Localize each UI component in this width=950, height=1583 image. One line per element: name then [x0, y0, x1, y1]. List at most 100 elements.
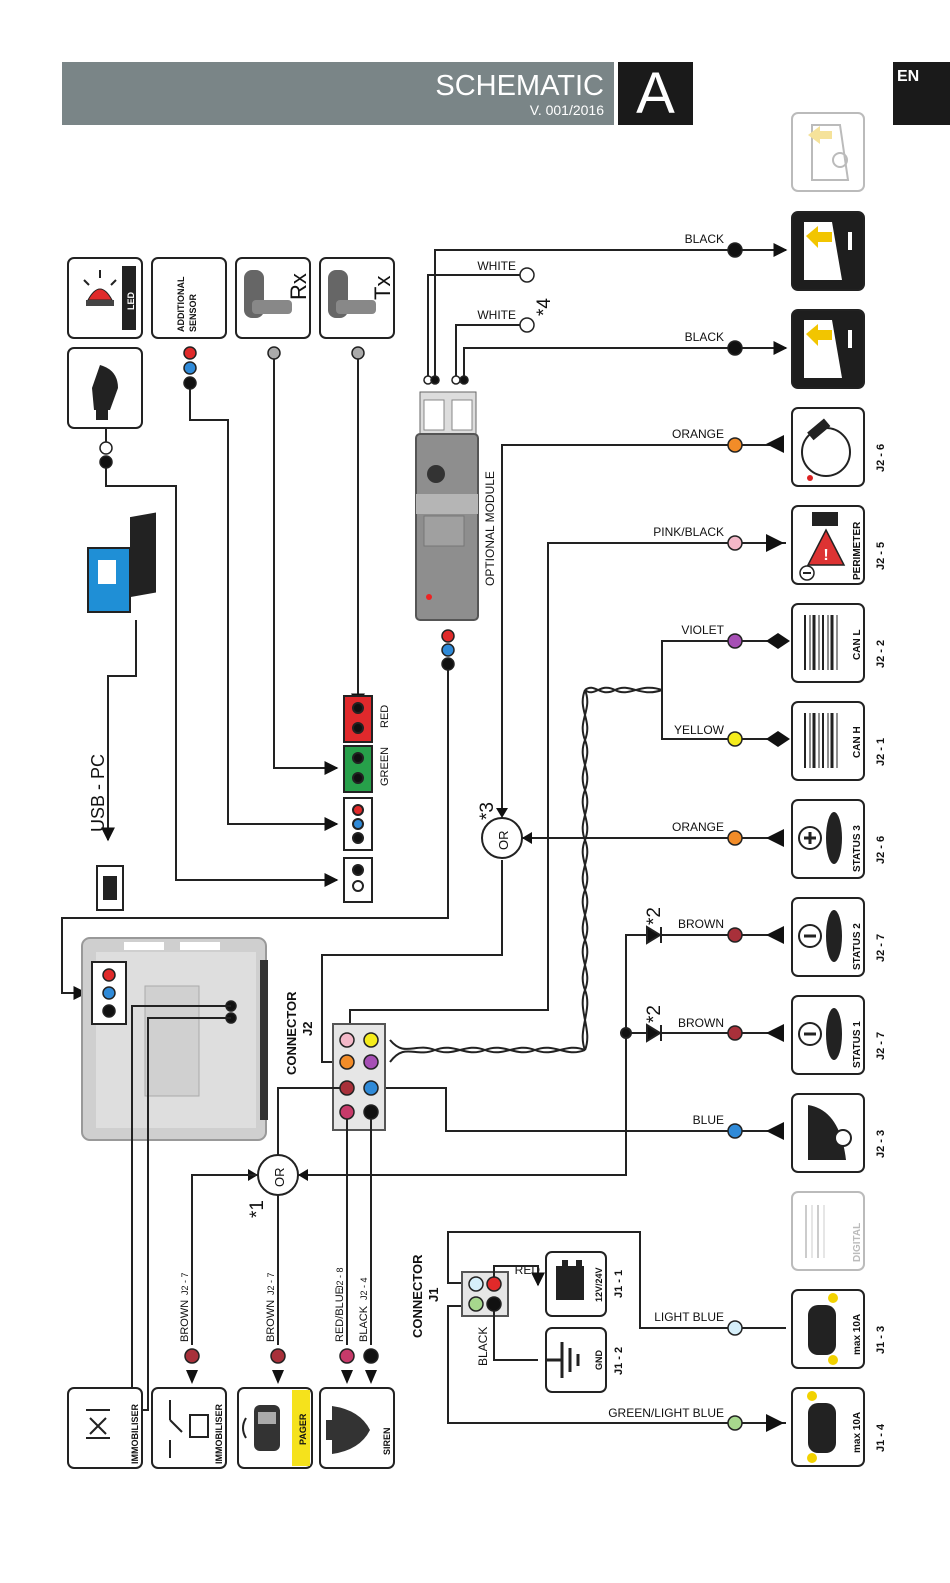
diode-status1	[646, 1023, 662, 1043]
ground-label: GND	[594, 1350, 604, 1371]
diode-status2	[646, 925, 662, 945]
scissors-icon	[86, 1409, 110, 1439]
digital-box	[791, 1191, 865, 1271]
rx-dot	[267, 346, 281, 360]
arrow-in-ignition	[766, 435, 784, 453]
brown-a-pin: J2 - 7	[180, 1272, 190, 1295]
arrow-in-status1	[766, 1024, 784, 1042]
black-siren-pin: J2 - 4	[359, 1277, 369, 1300]
connector-j2-label-b: J2	[300, 1022, 315, 1036]
module-blue-dot	[441, 643, 455, 657]
wire-label-orange-1: ORANGE	[672, 427, 724, 441]
dot-white-1	[519, 267, 535, 283]
tx-label: Tx	[370, 276, 395, 300]
optional-module-label: OPTIONAL MODULE	[483, 471, 497, 586]
pin-perimeter: J2 - 5	[875, 542, 887, 570]
tx-dot	[351, 346, 365, 360]
sensor-red-dot	[183, 346, 197, 360]
max-label-1: max 10A	[852, 1314, 863, 1355]
sensor-label-2: SENSOR	[188, 293, 198, 332]
immobiliser-label: IMMOBILISER	[130, 1404, 140, 1464]
control-unit	[81, 937, 268, 1141]
note-2a: *2	[644, 907, 665, 925]
dot-yellow	[727, 731, 743, 747]
valet-white-dot	[99, 441, 113, 455]
section-letter: A	[618, 62, 693, 125]
brown-a-dot	[184, 1348, 200, 1364]
junction-brown	[620, 1027, 632, 1039]
valet-black-dot	[99, 455, 113, 469]
rx-label: Rx	[286, 273, 311, 300]
dot-violet	[727, 633, 743, 649]
arrow-out-perimeter	[766, 534, 784, 552]
version-label: V. 001/2016	[529, 102, 604, 118]
red-blue-label: RED/BLUE	[334, 1287, 346, 1342]
rx-antenna-icon	[244, 270, 292, 318]
usb-label: USB - PC	[88, 754, 108, 832]
module-red-dot	[441, 629, 455, 643]
dot-light-blue	[727, 1320, 743, 1336]
optional-module	[415, 391, 479, 621]
siren-label: SIREN	[382, 1427, 392, 1455]
sensor-blue-dot	[183, 361, 197, 375]
connector-j1-label-b: J1	[426, 1288, 441, 1302]
svg-text:!: !	[823, 547, 828, 564]
page-title: SCHEMATIC	[435, 70, 604, 102]
or-gate-3-label: OR	[496, 831, 511, 851]
header-bar: SCHEMATIC V. 001/2016	[62, 62, 614, 125]
dot-brown-2	[727, 1025, 743, 1041]
unit-blue-dot	[102, 986, 116, 1000]
tx-antenna-icon	[328, 270, 376, 318]
pin-status2: J2 - 7	[875, 934, 887, 962]
dot-orange-2	[727, 830, 743, 846]
pager-icon	[242, 1405, 280, 1451]
connector-j1	[461, 1271, 509, 1317]
door-switch-icon-1	[804, 222, 852, 280]
or-gate-1-label: OR	[272, 1168, 287, 1188]
pager-yellow-strip	[292, 1390, 310, 1466]
green-label: GREEN	[379, 747, 391, 786]
arrow-can-l-b	[778, 633, 790, 649]
arrow-can-h-a	[766, 731, 778, 747]
sensor-label-1: ADDITIONAL	[176, 276, 186, 332]
dot-green-light-blue	[727, 1415, 743, 1431]
dot-orange-1	[727, 437, 743, 453]
wire-label-violet: VIOLET	[681, 623, 724, 637]
laptop-icon	[87, 512, 156, 613]
dot-brown-1	[727, 927, 743, 943]
barcode-icon-can-h	[804, 713, 838, 768]
battery-icon	[556, 1260, 584, 1300]
arrow-in-status2	[766, 926, 784, 944]
black-siren-dot	[363, 1348, 379, 1364]
dot-pink-black	[727, 535, 743, 551]
wire-label-black-j1: BLACK	[476, 1327, 490, 1366]
pager-label: PAGER	[298, 1413, 308, 1445]
wire-label-brown-2: BROWN	[678, 1016, 724, 1030]
pin-ignition: J2 - 6	[875, 444, 887, 472]
pin-lamp-1: J1 - 3	[875, 1326, 887, 1354]
door-switch-icon-2	[804, 320, 852, 378]
ignition-key-icon	[801, 418, 851, 481]
pin-power: J1 - 1	[613, 1270, 625, 1298]
pin-status3: J2 - 6	[875, 836, 887, 864]
dot-white-2	[519, 317, 535, 333]
red-blue-pin: J2 - 8	[335, 1267, 345, 1290]
can-h-label: CAN H	[852, 726, 863, 758]
arrow-in-door	[766, 1122, 784, 1140]
digital-bars-icon	[805, 1205, 825, 1258]
arrow-in-status3	[766, 829, 784, 847]
wire-label-green-light-blue: GREEN/LIGHT BLUE	[608, 1406, 724, 1420]
immobiliser-box	[67, 1387, 143, 1469]
note-3: *3	[477, 802, 498, 820]
arrow-out-lamp2	[766, 1414, 784, 1432]
red-blue-dot	[339, 1348, 355, 1364]
pin-can-h: J2 - 1	[875, 738, 887, 766]
led-label: LED	[126, 291, 136, 310]
brown-b-dot	[270, 1348, 286, 1364]
arrow-can-h-b	[778, 731, 790, 747]
can-l-label: CAN L	[852, 629, 863, 660]
pin-door: J2 - 3	[875, 1130, 887, 1158]
perimeter-label: PERIMETER	[852, 521, 863, 580]
connector-j1-label-a: CONNECTOR	[410, 1254, 425, 1338]
